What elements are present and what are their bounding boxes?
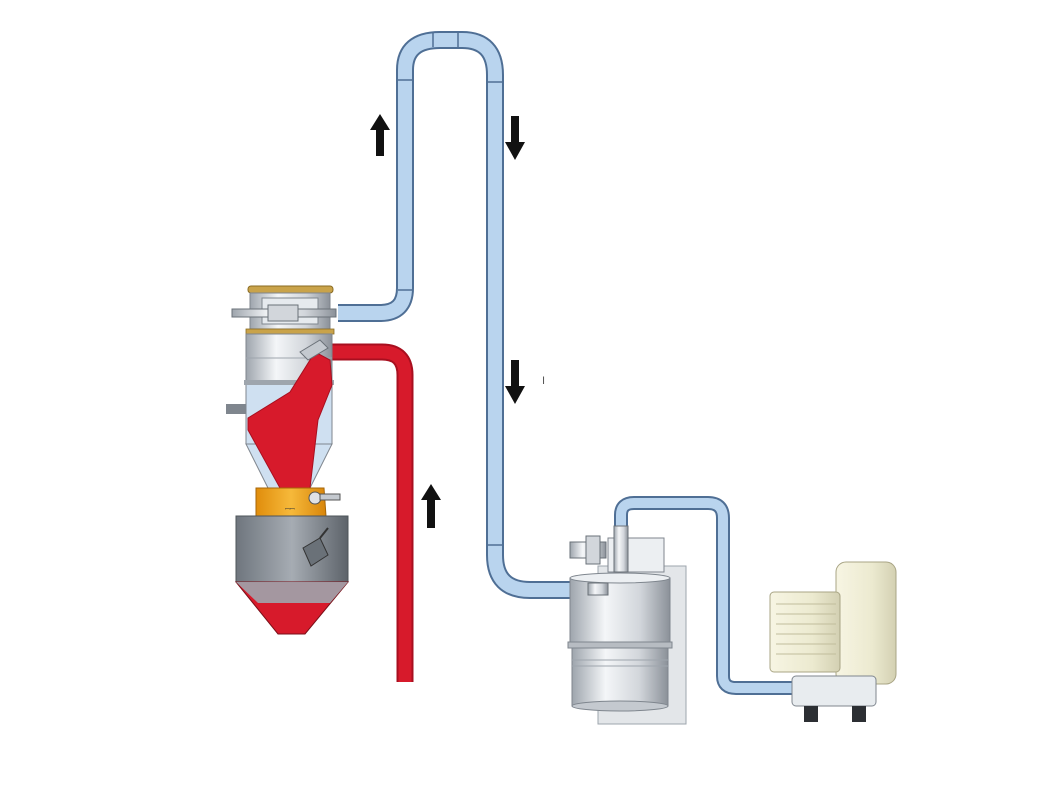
storage-hopper xyxy=(234,515,350,635)
material-feed-line xyxy=(320,343,414,682)
svg-text:ꟷꟷ: ꟷꟷ xyxy=(285,506,295,513)
central-filter xyxy=(567,525,687,725)
vacuum-line-pump xyxy=(614,496,800,695)
vacuum-line xyxy=(338,31,600,599)
arrow-down-return-lower xyxy=(505,360,525,404)
hopper-loader: ꟷꟷ xyxy=(226,285,341,517)
stray-mark: I xyxy=(542,375,546,387)
arrow-down-return-upper xyxy=(505,116,525,160)
arrow-up-material xyxy=(421,484,441,528)
vacuum-pump xyxy=(769,561,897,722)
arrow-up-suction xyxy=(370,114,390,156)
